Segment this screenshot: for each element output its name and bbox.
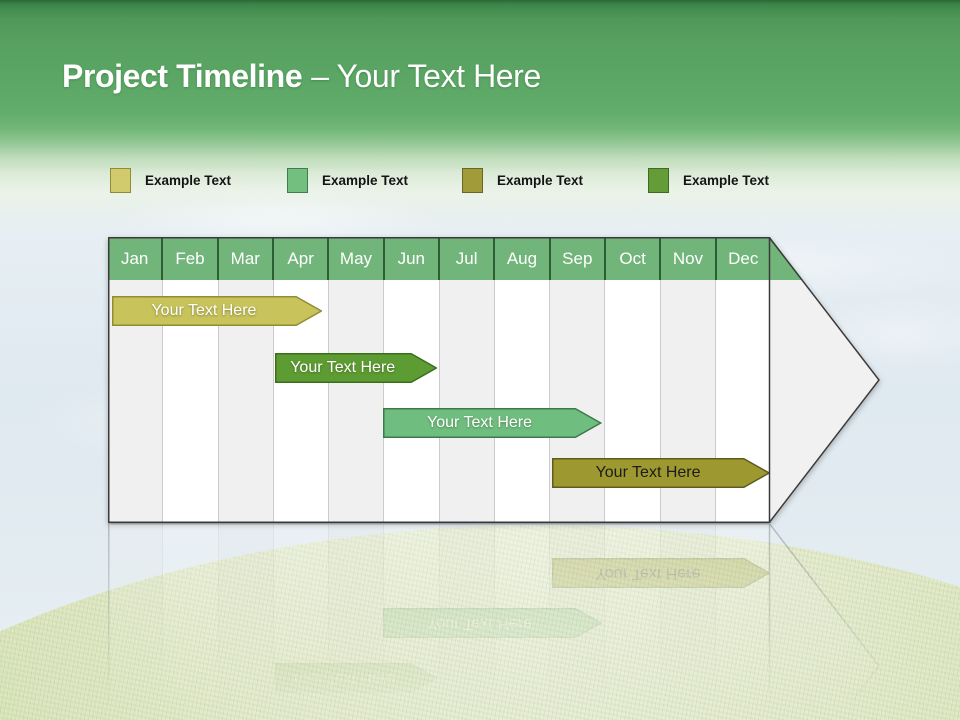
legend: Example Text Example Text Example Text Exam…: [0, 168, 960, 198]
bar-label: Your Text Here: [151, 302, 257, 319]
timeline-bar: Your Text Here: [383, 408, 602, 438]
legend-label: Example Text: [322, 173, 409, 188]
legend-swatch: [287, 168, 308, 193]
grass-hill: [0, 525, 960, 720]
legend-swatch: [462, 168, 483, 193]
legend-swatch: [648, 168, 669, 193]
legend-label: Example Text: [145, 173, 232, 188]
legend-item: Example Text: [287, 168, 408, 193]
timeline-bar: Your Text Here: [274, 353, 437, 383]
bar-label: Your Text Here: [290, 359, 396, 376]
legend-item: Example Text: [462, 168, 583, 193]
bar-label: Your Text Here: [427, 414, 532, 431]
legend-label: Example Text: [683, 173, 770, 188]
timeline-bar: Your Text Here: [111, 296, 323, 326]
page-title: Project Timeline– Your Text Here: [62, 57, 541, 95]
title-bold: Project Timeline: [62, 58, 303, 94]
legend-label: Example Text: [497, 173, 584, 188]
legend-item: Example Text: [110, 168, 231, 193]
timeline-bar: Your Text Here: [552, 458, 770, 488]
bar-label: Your Text Here: [595, 464, 701, 481]
legend-swatch: [110, 168, 131, 193]
legend-item: Example Text: [648, 168, 769, 193]
title-subtitle: – Your Text Here: [311, 58, 541, 94]
header-band: [0, 0, 960, 235]
